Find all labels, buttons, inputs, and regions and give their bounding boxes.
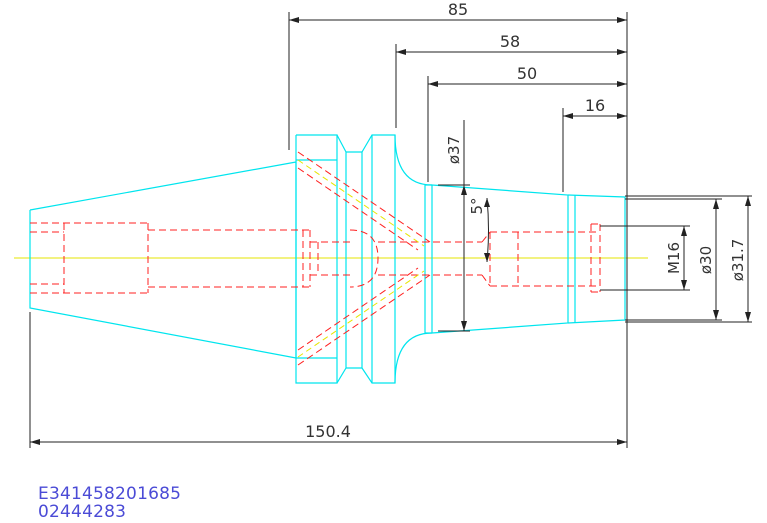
dim-dia30-label: ø30 xyxy=(697,246,715,274)
arrowheads xyxy=(30,17,751,445)
dimension-lines xyxy=(29,12,752,448)
dim-150-label: 150.4 xyxy=(305,422,351,441)
dim-85-label: 85 xyxy=(448,0,468,19)
part-code-line-1: E341458201685 xyxy=(38,484,182,504)
hidden-lines xyxy=(30,151,601,366)
dim-m16-label: M16 xyxy=(665,242,683,274)
dim-dia31-label: ø31.7 xyxy=(729,239,747,282)
dim-58-label: 58 xyxy=(500,32,520,51)
part-code-line-2: 02444283 xyxy=(38,502,127,522)
coolant-lines xyxy=(297,159,425,358)
holder-outline xyxy=(29,134,626,384)
dim-dia37-label: ø37 xyxy=(445,136,463,164)
dim-16-label: 16 xyxy=(585,96,605,115)
dim-5deg-label: 5° xyxy=(468,197,486,214)
dim-50-label: 50 xyxy=(517,64,537,83)
